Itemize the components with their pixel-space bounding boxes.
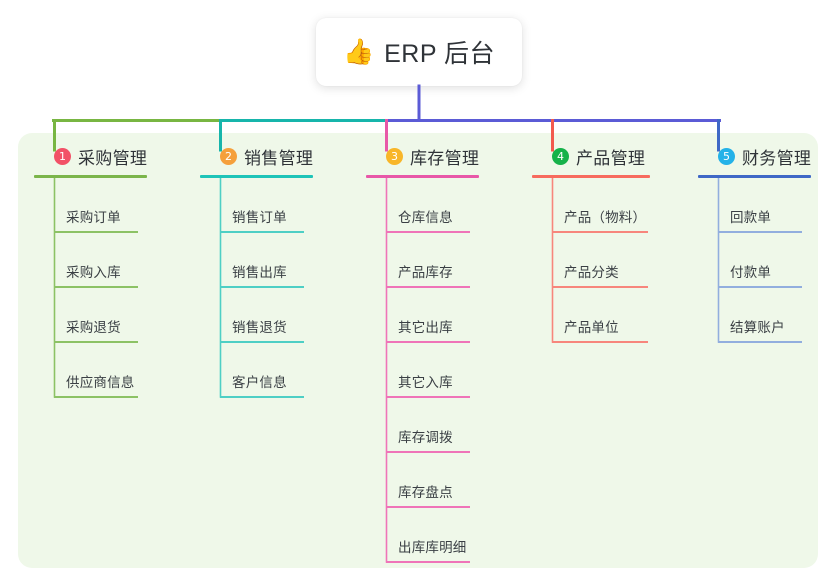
leaf-item[interactable]: 仓库信息 bbox=[366, 178, 518, 233]
leaf-item[interactable]: 客户信息 bbox=[200, 343, 352, 398]
column-rule-2 bbox=[200, 175, 313, 178]
leaf-item-rule bbox=[718, 231, 802, 233]
leaf-item[interactable]: 产品分类 bbox=[532, 233, 692, 288]
column-title-5: 财务管理 bbox=[742, 148, 812, 168]
root-node-card[interactable]: 👍 ERP 后台 bbox=[316, 18, 522, 86]
leaf-item-label: 产品库存 bbox=[398, 265, 453, 280]
column-badge-5: 5 bbox=[718, 147, 735, 165]
column-rule-5 bbox=[698, 175, 811, 178]
leaf-item-rule bbox=[220, 286, 304, 288]
leaf-item-label: 采购订单 bbox=[66, 210, 121, 225]
leaf-item-label: 仓库信息 bbox=[398, 210, 453, 225]
leaf-item-rule bbox=[220, 341, 304, 343]
column-header-1[interactable]: 1 采购管理 bbox=[34, 143, 186, 169]
column-3: 3 库存管理仓库信息产品库存其它出库其它入库库存调拨库存盘点出库库明细 bbox=[366, 143, 518, 563]
leaf-item[interactable]: 产品库存 bbox=[366, 233, 518, 288]
leaf-item[interactable]: 产品（物料） bbox=[532, 178, 692, 233]
leaf-item-rule bbox=[386, 396, 470, 398]
leaf-item-label: 销售退货 bbox=[232, 320, 287, 335]
leaf-item[interactable]: 其它出库 bbox=[366, 288, 518, 343]
leaf-item-rule bbox=[386, 506, 470, 508]
leaf-list-4: 产品（物料） 产品分类产品单位 bbox=[532, 178, 692, 343]
leaf-item-label: 库存调拨 bbox=[398, 430, 453, 445]
column-badge-2: 2 bbox=[220, 147, 237, 165]
column-header-4[interactable]: 4 产品管理 bbox=[532, 143, 692, 169]
column-title-3: 库存管理 bbox=[410, 148, 480, 168]
leaf-item[interactable]: 销售出库 bbox=[200, 233, 352, 288]
leaf-item-rule bbox=[54, 286, 138, 288]
leaf-item[interactable]: 出库库明细 bbox=[366, 508, 518, 563]
leaf-item-label: 出库库明细 bbox=[398, 540, 467, 555]
leaf-item-label: 回款单 bbox=[730, 210, 772, 225]
column-title-4: 产品管理 bbox=[576, 148, 646, 168]
column-badge-4: 4 bbox=[552, 147, 569, 165]
column-rule-4 bbox=[532, 175, 650, 178]
column-4: 4 产品管理产品（物料） 产品分类产品单位 bbox=[532, 143, 692, 343]
leaf-list-2: 销售订单销售出库销售退货客户信息 bbox=[200, 178, 352, 398]
column-1: 1 采购管理采购订单采购入库采购退货供应商信息 bbox=[34, 143, 186, 398]
column-2: 2 销售管理销售订单销售出库销售退货客户信息 bbox=[200, 143, 352, 398]
leaf-item-rule bbox=[718, 341, 802, 343]
leaf-item-rule bbox=[220, 396, 304, 398]
leaf-item-label: 其它出库 bbox=[398, 320, 453, 335]
leaf-item[interactable]: 供应商信息 bbox=[34, 343, 186, 398]
leaf-item[interactable]: 库存调拨 bbox=[366, 398, 518, 453]
leaf-item-label: 结算账户 bbox=[730, 320, 785, 335]
leaf-item-rule bbox=[552, 231, 648, 233]
leaf-item[interactable]: 结算账户 bbox=[698, 288, 839, 343]
leaf-item[interactable]: 采购入库 bbox=[34, 233, 186, 288]
leaf-item-rule bbox=[54, 396, 138, 398]
leaf-item[interactable]: 采购退货 bbox=[34, 288, 186, 343]
leaf-item-label: 其它入库 bbox=[398, 375, 453, 390]
leaf-list-5: 回款单付款单结算账户 bbox=[698, 178, 839, 343]
leaf-list-1: 采购订单采购入库采购退货供应商信息 bbox=[34, 178, 186, 398]
leaf-item-label: 采购入库 bbox=[66, 265, 121, 280]
leaf-item-label: 采购退货 bbox=[66, 320, 121, 335]
leaf-item-rule bbox=[386, 341, 470, 343]
leaf-item-label: 客户信息 bbox=[232, 375, 287, 390]
leaf-item-label: 销售出库 bbox=[232, 265, 287, 280]
leaf-item[interactable]: 其它入库 bbox=[366, 343, 518, 398]
leaf-item-label: 产品（物料） bbox=[564, 210, 647, 225]
leaf-item[interactable]: 库存盘点 bbox=[366, 453, 518, 508]
leaf-item[interactable]: 产品单位 bbox=[532, 288, 692, 343]
leaf-list-3: 仓库信息产品库存其它出库其它入库库存调拨库存盘点出库库明细 bbox=[366, 178, 518, 563]
column-badge-3: 3 bbox=[386, 147, 403, 165]
leaf-item-rule bbox=[54, 231, 138, 233]
leaf-item-rule bbox=[220, 231, 304, 233]
column-title-1: 采购管理 bbox=[78, 148, 148, 168]
leaf-item-label: 付款单 bbox=[730, 265, 772, 280]
column-title-2: 销售管理 bbox=[244, 148, 314, 168]
leaf-item[interactable]: 采购订单 bbox=[34, 178, 186, 233]
column-rule-1 bbox=[34, 175, 147, 178]
diagram-panel bbox=[18, 133, 818, 568]
leaf-item-label: 供应商信息 bbox=[66, 375, 135, 390]
leaf-item-rule bbox=[552, 341, 648, 343]
column-header-2[interactable]: 2 销售管理 bbox=[200, 143, 352, 169]
root-node-title: ERP 后台 bbox=[384, 40, 496, 68]
leaf-item-rule bbox=[552, 286, 648, 288]
thumbs-up-icon: 👍 bbox=[342, 37, 375, 66]
leaf-item[interactable]: 回款单 bbox=[698, 178, 839, 233]
column-header-3[interactable]: 3 库存管理 bbox=[366, 143, 518, 169]
leaf-item-label: 库存盘点 bbox=[398, 485, 453, 500]
leaf-item[interactable]: 销售订单 bbox=[200, 178, 352, 233]
leaf-item-rule bbox=[54, 341, 138, 343]
leaf-item-label: 产品分类 bbox=[564, 265, 619, 280]
leaf-item-label: 销售订单 bbox=[232, 210, 287, 225]
leaf-item[interactable]: 销售退货 bbox=[200, 288, 352, 343]
leaf-item[interactable]: 付款单 bbox=[698, 233, 839, 288]
leaf-item-rule bbox=[386, 451, 470, 453]
leaf-item-rule bbox=[386, 286, 470, 288]
column-header-5[interactable]: 5 财务管理 bbox=[698, 143, 839, 169]
leaf-item-rule bbox=[718, 286, 802, 288]
column-5: 5 财务管理回款单付款单结算账户 bbox=[698, 143, 839, 343]
column-badge-1: 1 bbox=[54, 147, 71, 165]
column-rule-3 bbox=[366, 175, 479, 178]
leaf-item-rule bbox=[386, 231, 470, 233]
leaf-item-label: 产品单位 bbox=[564, 320, 619, 335]
leaf-item-rule bbox=[386, 561, 470, 563]
